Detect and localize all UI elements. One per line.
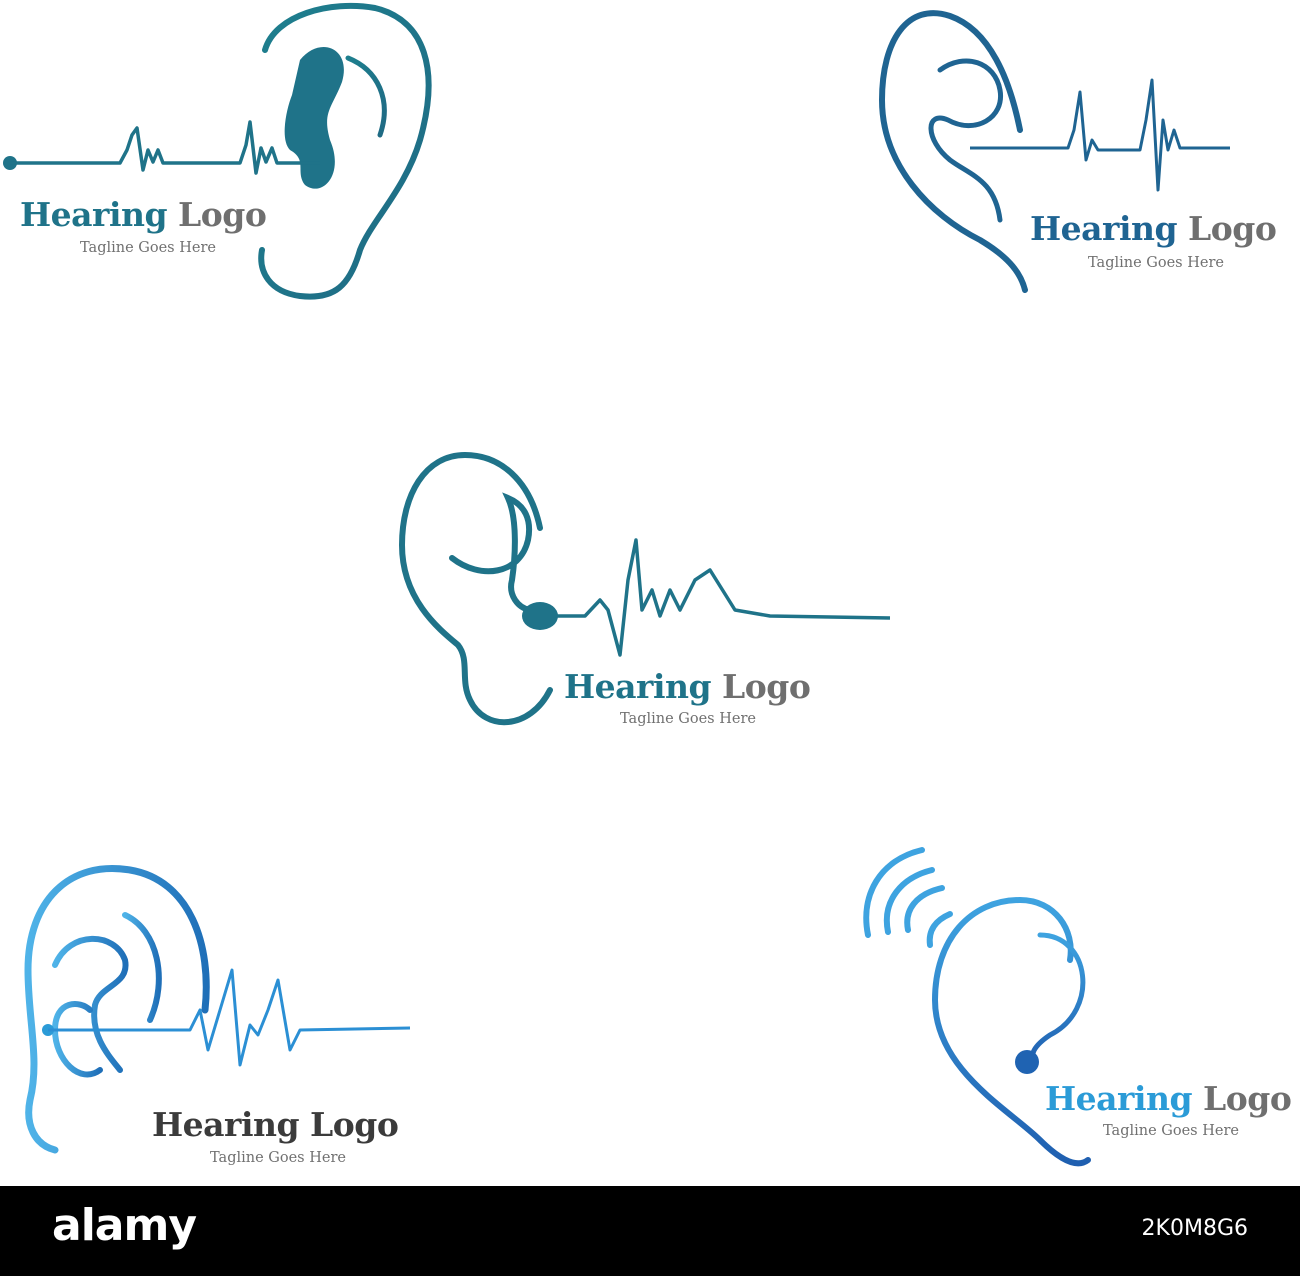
alamy-logo: alamy (52, 1200, 197, 1251)
title-word-hearing: Hearing (564, 667, 712, 706)
title-word-hearing: Hearing (20, 195, 168, 234)
hearing-logo-2: Hearing Logo Tagline Goes Here (870, 0, 1300, 310)
ear-waveform-icon (24, 865, 411, 1154)
ear-waveform-icon (878, 10, 1230, 293)
hearing-logo-3: Hearing Logo Tagline Goes Here (390, 440, 910, 740)
logo-tagline: Tagline Goes Here (620, 711, 756, 727)
watermark-bar: alamy 2K0M8G6 (0, 1186, 1300, 1276)
logo-title: Hearing Logo (152, 1105, 399, 1144)
hearing-logo-4: Hearing Logo Tagline Goes Here (0, 860, 430, 1180)
logo-tagline: Tagline Goes Here (80, 240, 216, 256)
image-id: 2K0M8G6 (1141, 1216, 1248, 1241)
logo-tagline: Tagline Goes Here (1103, 1123, 1239, 1139)
title-word-hearing: Hearing (1030, 209, 1178, 248)
hearing-logo-5: Hearing Logo Tagline Goes Here (850, 840, 1300, 1185)
logo-title: Hearing Logo (564, 667, 811, 706)
hearing-logo-1: Hearing Logo Tagline Goes Here (0, 0, 440, 310)
title-word-logo: Logo (1203, 1079, 1292, 1118)
ear-waveform-icon (3, 2, 432, 300)
title-word-logo: Logo (178, 195, 267, 234)
title-word-hearing: Hearing (152, 1105, 300, 1144)
logo-title: Hearing Logo (1045, 1079, 1292, 1118)
logo-tagline: Tagline Goes Here (1088, 255, 1224, 271)
title-word-hearing: Hearing (1045, 1079, 1193, 1118)
title-word-logo: Logo (310, 1105, 399, 1144)
logo-tagline: Tagline Goes Here (210, 1150, 346, 1166)
title-word-logo: Logo (1188, 209, 1277, 248)
logo-title: Hearing Logo (1030, 209, 1277, 248)
logo-title: Hearing Logo (20, 195, 267, 234)
title-word-logo: Logo (722, 667, 811, 706)
ear-waveform-icon (398, 451, 891, 726)
ear-sound-waves-icon (863, 847, 1091, 1167)
